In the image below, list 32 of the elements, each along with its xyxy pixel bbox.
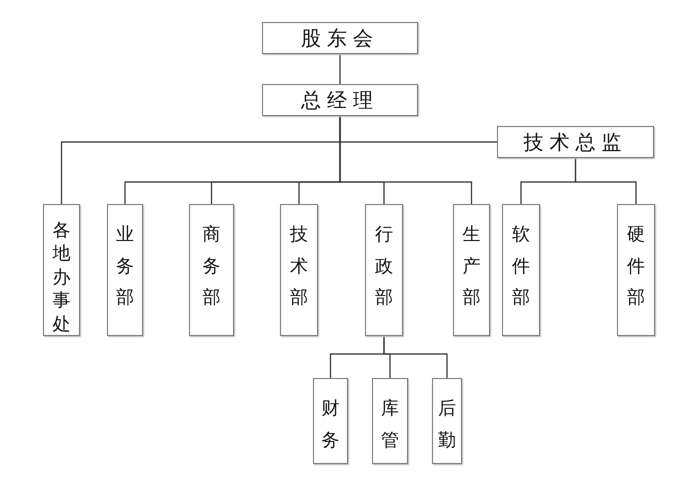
box-label: 生产部 — [462, 223, 480, 310]
org-box — [497, 126, 654, 158]
org-box — [617, 204, 655, 336]
box-label: 财务 — [322, 397, 340, 452]
org-box — [189, 204, 234, 336]
org-box — [372, 378, 408, 464]
org-box — [432, 378, 462, 464]
box-label: 商务部 — [202, 223, 220, 310]
org-box — [43, 204, 80, 336]
box-label: 库管 — [381, 397, 399, 452]
box-label: 后勤 — [438, 397, 456, 452]
connector-line — [574, 158, 637, 204]
org-box — [107, 204, 143, 336]
org-box — [280, 204, 318, 336]
connector-line — [339, 54, 341, 84]
box-label: 各地办事处 — [52, 219, 70, 336]
org-box — [262, 84, 418, 116]
org-box — [313, 378, 348, 464]
box-label: 技术部 — [290, 223, 308, 310]
box-label: 股东会 — [301, 24, 379, 52]
org-box — [502, 204, 540, 336]
connector-line — [339, 116, 472, 204]
org-box — [453, 204, 490, 336]
box-label: 硬件部 — [627, 223, 645, 310]
connector-line — [383, 336, 448, 378]
org-box — [262, 22, 418, 54]
box-label: 软件部 — [512, 223, 530, 310]
box-label: 行政部 — [375, 223, 393, 310]
org-box — [365, 204, 403, 336]
box-label: 业务部 — [116, 223, 134, 310]
box-label: 总经理 — [301, 86, 379, 114]
box-label: 技术总监 — [524, 128, 628, 156]
